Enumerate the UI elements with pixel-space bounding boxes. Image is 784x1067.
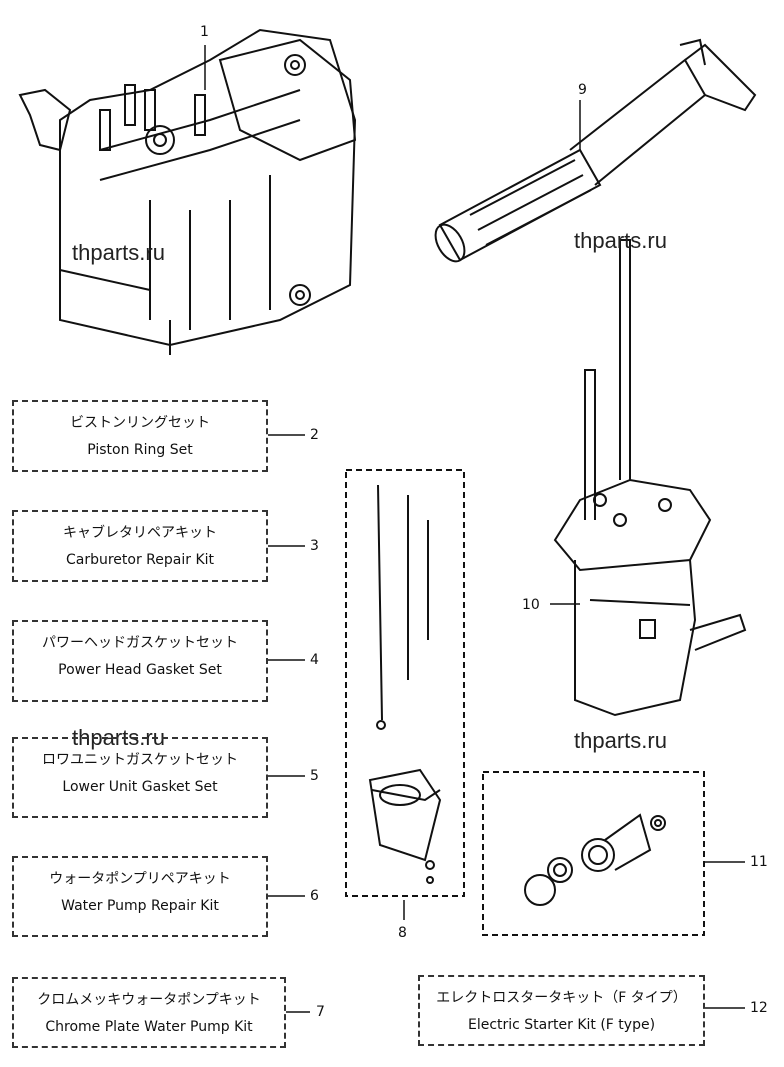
kit-label-carburetor-repair-kit: キャブレタリペアキット Carburetor Repair Kit [12, 510, 268, 582]
kit-label-jp: クロムメッキウォータポンプキット [37, 992, 261, 1008]
callout-12: 12 [750, 1000, 768, 1016]
leader-lines [204, 45, 745, 1013]
lower-unit-illustration [553, 239, 747, 717]
kit-label-en: Electric Starter Kit (F type) [467, 1017, 656, 1033]
kit-label-jp: ロワユニットガスケットセット [42, 752, 238, 768]
callout-5: 5 [310, 768, 319, 784]
watermark: thparts.ru [72, 240, 165, 265]
kit-label-en: Water Pump Repair Kit [61, 898, 219, 914]
kit-label-jp: エレクトロスタータキット（F タイプ） [436, 990, 687, 1006]
water-pump-illustration [368, 484, 442, 884]
callout-1: 1 [200, 24, 209, 40]
callout-9: 9 [578, 82, 587, 98]
kit-label-en: Chrome Plate Water Pump Kit [45, 1019, 253, 1035]
kit-11-frame [482, 771, 705, 936]
kit-label-power-head-gasket-set: パワーヘッドガスケットセット Power Head Gasket Set [12, 620, 268, 702]
callout-8: 8 [398, 925, 407, 941]
callout-6: 6 [310, 888, 319, 904]
callout-7: 7 [316, 1004, 325, 1020]
kit-label-en: Carburetor Repair Kit [65, 552, 215, 568]
callout-2: 2 [310, 427, 319, 443]
tiller-handle-illustration [434, 38, 757, 263]
kit-8-frame [345, 469, 465, 897]
callout-10: 10 [522, 597, 540, 613]
callout-4: 4 [310, 652, 319, 668]
power-head-illustration [18, 28, 357, 355]
kit-label-jp: ウォータポンプリペアキット [49, 871, 231, 887]
kit-label-en: Lower Unit Gasket Set [62, 779, 218, 795]
callout-11: 11 [750, 854, 768, 870]
callout-3: 3 [310, 538, 319, 554]
kit-label-en: Piston Ring Set [87, 442, 193, 458]
watermark: thparts.ru [574, 728, 667, 753]
kit-label-electric-starter-kit: エレクトロスタータキット（F タイプ） Electric Starter Kit… [418, 975, 705, 1046]
electric-starter-illustration [524, 813, 666, 906]
kit-label-chrome-plate-water-pump-kit: クロムメッキウォータポンプキット Chrome Plate Water Pump… [12, 977, 286, 1048]
kit-label-water-pump-repair-kit: ウォータポンプリペアキット Water Pump Repair Kit [12, 856, 268, 937]
kit-label-en: Power Head Gasket Set [58, 662, 222, 678]
kit-label-jp: ビストンリングセット [70, 415, 210, 431]
kit-label-piston-ring-set: ビストンリングセット Piston Ring Set [12, 400, 268, 472]
kit-label-jp: パワーヘッドガスケットセット [42, 635, 238, 651]
kit-label-jp: キャブレタリペアキット [63, 525, 217, 541]
watermark: thparts.ru [574, 228, 667, 253]
kit-label-lower-unit-gasket-set: ロワユニットガスケットセット Lower Unit Gasket Set [12, 737, 268, 818]
